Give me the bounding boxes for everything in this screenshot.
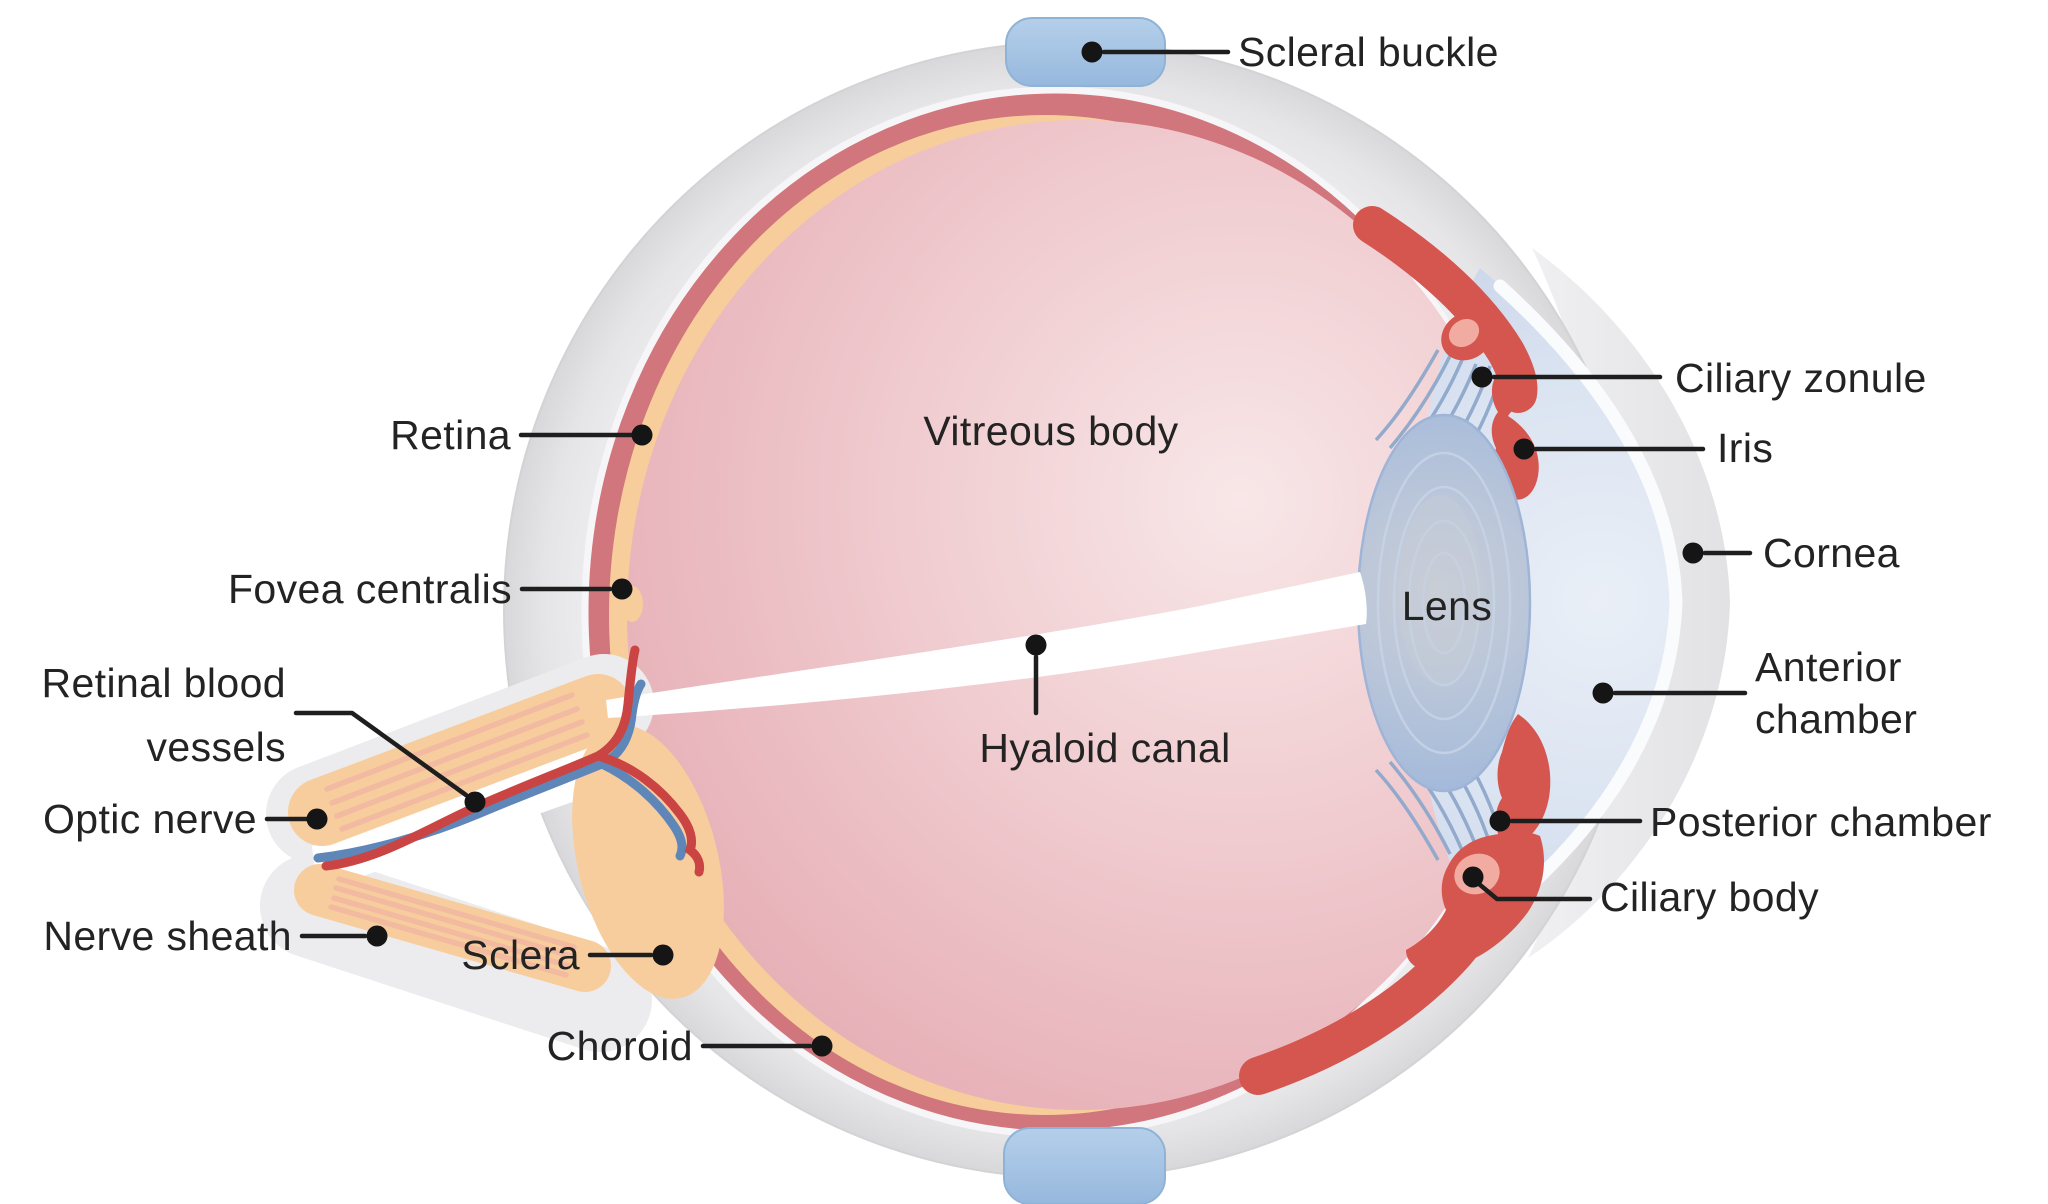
label-scleral-buckle: Scleral buckle (1238, 29, 1499, 75)
label-hyaloid-canal: Hyaloid canal (979, 725, 1230, 771)
hyaloid-canal-region (606, 572, 1367, 718)
label-ciliary-body: Ciliary body (1600, 874, 1819, 920)
dot-iris (1513, 438, 1535, 460)
dot-retinal-blood-vessels (464, 791, 486, 813)
dot-hyaloid-canal (1025, 634, 1047, 656)
label-optic-nerve: Optic nerve (43, 796, 257, 842)
optic-nerve-bundle-lower (294, 864, 611, 992)
leader-retinal-blood-vessels (293, 710, 469, 798)
ciliary-muscle-upper-pink (1448, 318, 1480, 348)
dot-optic-nerve (306, 808, 328, 830)
eye-globe (260, 17, 1730, 1204)
label-posterior-chamber: Posterior chamber (1650, 799, 1992, 845)
scleral-buckle-bottom (1003, 1127, 1166, 1204)
label-retina: Retina (390, 412, 511, 458)
label-retinal-blood-vessels-line2: vessels (146, 724, 286, 770)
label-anterior-chamber-line1: Anterior (1755, 644, 1902, 690)
cornea-inner-rim (1493, 279, 1683, 917)
label-iris: Iris (1717, 425, 1773, 471)
optic-nerve-head (572, 725, 724, 999)
dot-choroid (811, 1035, 833, 1057)
label-nerve-sheath: Nerve sheath (43, 913, 292, 959)
lens-shape (1356, 413, 1532, 793)
label-sclera: Sclera (461, 932, 580, 978)
retinal-vein-blue (313, 679, 687, 863)
label-cornea: Cornea (1763, 530, 1900, 576)
dot-fovea-centralis (611, 578, 633, 600)
label-lens: Lens (1402, 583, 1493, 629)
label-retinal-blood-vessels-line1: Retinal blood (41, 660, 286, 706)
label-choroid: Choroid (547, 1023, 693, 1069)
optic-nerve-assembly (260, 654, 724, 1052)
label-ciliary-zonule: Ciliary zonule (1675, 355, 1927, 401)
dot-posterior-chamber (1489, 810, 1511, 832)
label-anterior-chamber-line2: chamber (1755, 696, 1917, 742)
dot-sclera (652, 944, 674, 966)
vitreous-body-region (627, 120, 1533, 1110)
dot-scleral-buckle (1081, 41, 1103, 63)
dot-ciliary-body (1462, 866, 1484, 888)
dot-cornea (1682, 542, 1704, 564)
leader-lines-layer (264, 41, 1753, 1057)
dot-nerve-sheath (366, 925, 388, 947)
dot-ciliary-zonule (1471, 366, 1493, 388)
label-fovea-centralis: Fovea centralis (228, 566, 512, 612)
optic-nerve-bundle-upper (288, 674, 632, 846)
leader-ciliary-body (1476, 881, 1593, 902)
iris-lower (1495, 714, 1551, 881)
dot-anterior-chamber (1592, 682, 1614, 704)
dot-retina (631, 424, 653, 446)
label-vitreous-body: Vitreous body (923, 408, 1178, 454)
nerve-fiber-stripes (324, 692, 590, 978)
